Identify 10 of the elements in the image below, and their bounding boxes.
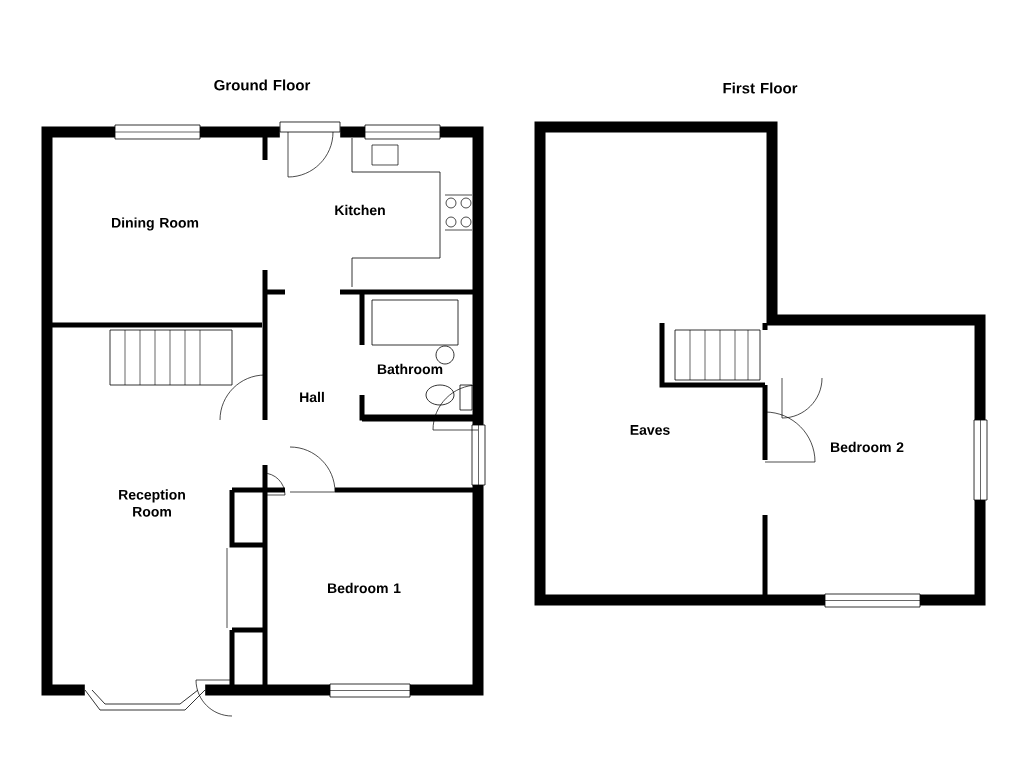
floor-heading: First Floor <box>723 82 798 94</box>
room-label: Bathroom <box>377 363 443 375</box>
floor-heading: Ground Floor <box>214 79 311 91</box>
room-label: Hall <box>300 391 324 403</box>
room-label: Eaves <box>630 425 670 435</box>
room-label: Dining Room <box>112 217 199 231</box>
room-label: Bedroom 1 <box>328 582 401 594</box>
room-label: Kitchen <box>335 204 385 216</box>
room-label: Reception Room <box>119 489 185 517</box>
room-label: Bedroom 2 <box>831 441 904 453</box>
